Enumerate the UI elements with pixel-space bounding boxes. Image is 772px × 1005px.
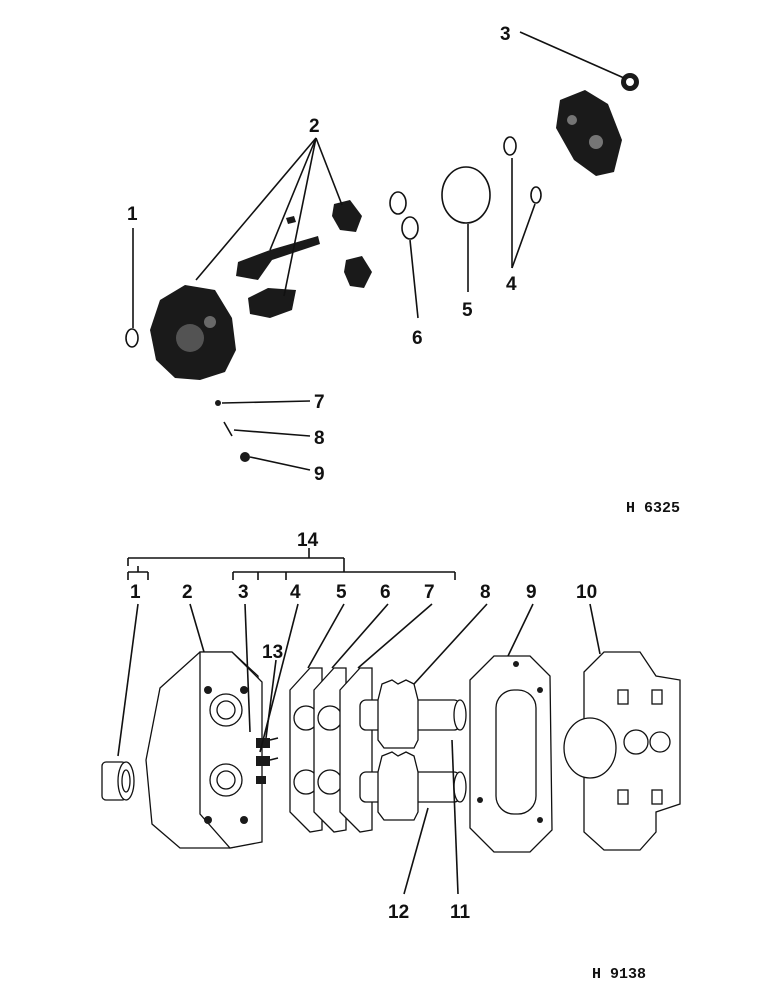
lower-label-8: 8 (480, 582, 491, 603)
lower-label-4: 4 (290, 582, 301, 603)
lower-label-3: 3 (238, 582, 249, 603)
lower-label-12: 12 (388, 902, 409, 923)
lower-label-9: 9 (526, 582, 537, 603)
upper-label-6: 6 (412, 328, 423, 349)
group-bracket (127, 548, 456, 580)
lower-leader-lines (117, 603, 601, 895)
lower-label-1: 1 (130, 582, 141, 603)
upper-seal-ring (125, 328, 139, 348)
upper-ball (215, 400, 221, 406)
upper-ring-6a (389, 191, 407, 215)
lower-gasket (339, 667, 373, 833)
lower-drive-gear-shaft (359, 679, 467, 749)
upper-drive-shaft-gear (236, 236, 320, 280)
lower-driven-gear-shaft (359, 751, 467, 821)
upper-label-7: 7 (314, 392, 325, 413)
lower-gear-housing (469, 655, 553, 853)
upper-label-9: 9 (314, 464, 325, 485)
upper-small-gear-a (332, 200, 362, 232)
upper-label-4: 4 (506, 274, 517, 295)
upper-label-5: 5 (462, 300, 473, 321)
upper-diagram-code: H 6325 (626, 500, 680, 517)
upper-plug (621, 73, 639, 91)
upper-large-gasket (441, 166, 491, 224)
lower-label-10: 10 (576, 582, 597, 603)
lower-shaft-seal (101, 761, 135, 801)
upper-pump-housing (150, 285, 236, 380)
lower-label-14: 14 (297, 530, 319, 551)
upper-leader-lines (132, 31, 625, 471)
upper-label-2: 2 (309, 116, 320, 137)
upper-ring-4a (503, 136, 517, 156)
lower-label-2: 2 (182, 582, 193, 603)
lower-wear-plate-6 (313, 667, 347, 833)
upper-ring-6b (401, 216, 419, 240)
upper-label-3: 3 (500, 24, 511, 45)
lower-label-7: 7 (424, 582, 435, 603)
upper-label-8: 8 (314, 428, 325, 449)
upper-pump-cover (556, 90, 622, 176)
upper-label-1: 1 (127, 204, 138, 225)
lower-label-5: 5 (336, 582, 347, 603)
lower-label-11: 11 (450, 902, 471, 923)
lower-diagram-code: H 9138 (592, 966, 646, 983)
upper-ring-4b (530, 186, 542, 204)
upper-plunger (240, 452, 250, 462)
lower-check-springs (256, 737, 279, 784)
upper-spring (223, 421, 233, 437)
lower-exploded-view: 14 (101, 530, 681, 983)
upper-driven-shaft-gear (248, 288, 296, 318)
lower-label-6: 6 (380, 582, 391, 603)
upper-key (286, 216, 296, 224)
upper-exploded-view: 1 2 3 4 5 6 7 8 9 H 6325 (125, 24, 680, 517)
upper-small-gear-b (344, 256, 372, 288)
lower-front-housing (145, 651, 263, 849)
lower-label-13: 13 (262, 642, 283, 663)
lower-rear-cover (563, 651, 681, 851)
